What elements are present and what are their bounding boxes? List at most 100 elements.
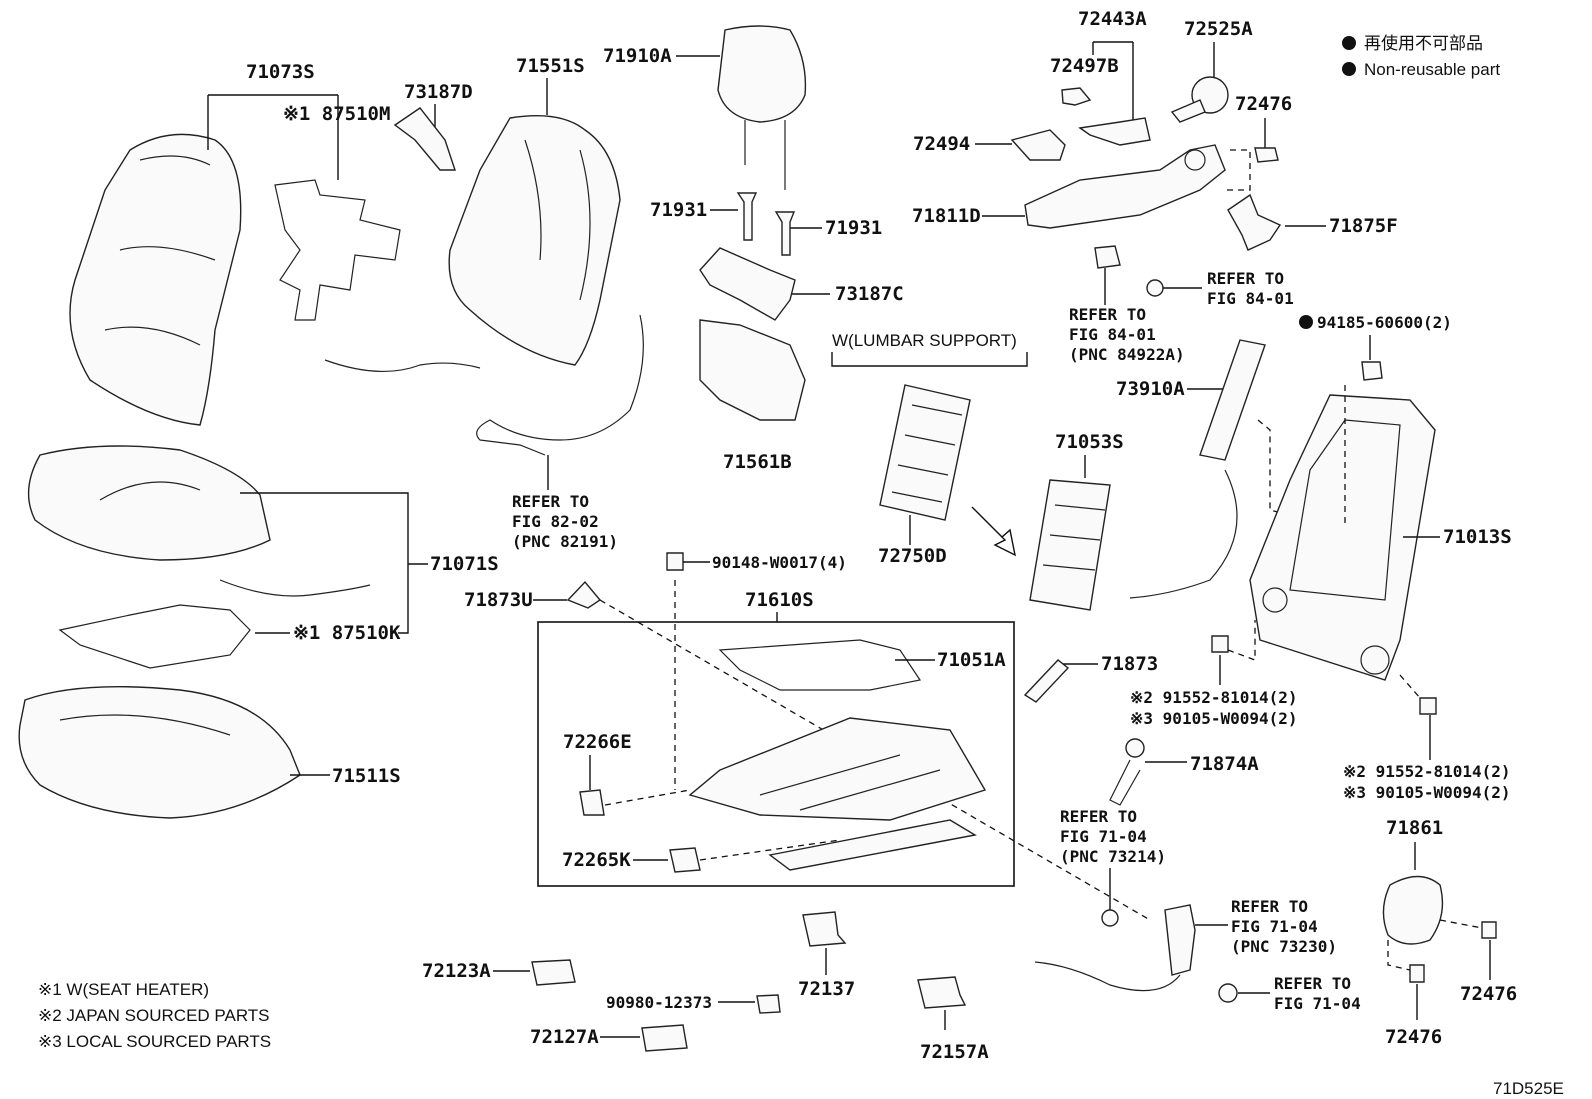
part-label-73187D[interactable]: 73187D <box>404 81 473 103</box>
part-72497B-drawing <box>1061 87 1092 106</box>
non-reusable-marker-icon <box>1299 315 1313 329</box>
headrest-guide-drawing <box>774 211 796 256</box>
part-label-71051A[interactable]: 71051A <box>937 649 1006 671</box>
part-label-72265K[interactable]: 72265K <box>562 849 631 871</box>
part-label-71931-right[interactable]: 71931 <box>825 217 882 239</box>
part-label-72137[interactable]: 72137 <box>798 978 855 1000</box>
seat-cushion-pad-drawing <box>18 685 301 819</box>
part-label-71071S[interactable]: 71071S <box>430 553 499 575</box>
part-label-87510K[interactable]: ※1 87510K <box>293 622 401 644</box>
footnote-1: ※1 W(SEAT HEATER) <box>38 980 209 999</box>
part-label-71811D[interactable]: 71811D <box>912 205 981 227</box>
part-label-71561B[interactable]: 71561B <box>723 451 792 473</box>
svg-text:REFER TO: REFER TO <box>1207 269 1284 288</box>
part-label-71875F[interactable]: 71875F <box>1329 215 1398 237</box>
part-label-72750D[interactable]: 72750D <box>878 545 947 567</box>
screw-drawing <box>1254 147 1279 163</box>
seatback-frame-drawing <box>1249 394 1436 681</box>
part-label-71931-left[interactable]: 71931 <box>650 199 707 221</box>
part-label-72497B[interactable]: 72497B <box>1050 55 1119 77</box>
screw-drawing <box>1481 921 1497 939</box>
part-label-72123A[interactable]: 72123A <box>422 960 491 982</box>
group-label-lumbar-support: W(LUMBAR SUPPORT) <box>832 331 1017 350</box>
seat-frame-drawing <box>688 639 987 871</box>
reference-71-04-a[interactable]: REFER TO FIG 71-04 (PNC 73214) <box>1060 807 1166 866</box>
part-label-72525A[interactable]: 72525A <box>1184 18 1253 40</box>
svg-text:FIG 71-04: FIG 71-04 <box>1231 917 1318 936</box>
part-71875F-drawing <box>1227 193 1282 251</box>
screw-drawing <box>1409 964 1425 983</box>
seatback-cover-drawing <box>69 133 242 426</box>
reference-71-04-b[interactable]: REFER TO FIG 71-04 (PNC 73230) <box>1231 897 1337 956</box>
part-label-72476-right[interactable]: 72476 <box>1460 983 1517 1005</box>
part-label-71861[interactable]: 71861 <box>1386 817 1443 839</box>
part-71873-drawing <box>1023 659 1070 703</box>
part-label-72266E[interactable]: 72266E <box>563 731 632 753</box>
part-label-71053S[interactable]: 71053S <box>1055 431 1124 453</box>
direction-arrow-icon <box>971 506 1016 557</box>
part-label-73187C[interactable]: 73187C <box>835 283 904 305</box>
part-label-73910A[interactable]: 73910A <box>1116 378 1185 400</box>
part-label-90148-W0017[interactable]: 90148-W0017(4) <box>712 553 847 572</box>
part-label-71610S[interactable]: 71610S <box>745 589 814 611</box>
part-71874A-drawing <box>1109 738 1145 806</box>
reference-82-02[interactable]: REFER TO FIG 82-02 (PNC 82191) <box>512 492 618 551</box>
seat-cushion-cover-drawing <box>27 445 271 561</box>
bolt-drawing <box>1419 697 1437 715</box>
lumbar-spring-drawing <box>1029 479 1111 611</box>
part-label-94185-60600[interactable]: 94185-60600(2) <box>1317 313 1452 332</box>
non-reusable-marker-icon <box>1342 62 1356 76</box>
part-label-72443A[interactable]: 72443A <box>1078 8 1147 30</box>
seatback-pad-drawing <box>448 115 621 366</box>
nut-drawing <box>1218 983 1238 1003</box>
part-label-72476-top[interactable]: 72476 <box>1235 93 1292 115</box>
part-label-90105-W0094-a[interactable]: ※3 90105-W0094(2) <box>1130 709 1298 728</box>
part-72266E-drawing <box>579 789 605 816</box>
side-cover-drawing <box>1382 875 1444 945</box>
part-label-71551S[interactable]: 71551S <box>516 55 585 77</box>
part-label-71013S[interactable]: 71013S <box>1443 526 1512 548</box>
part-label-72476-bottom[interactable]: 72476 <box>1385 1026 1442 1048</box>
reference-71-04-c[interactable]: REFER TO FIG 71-04 <box>1274 974 1361 1013</box>
figure-code: 71D525E <box>1493 1079 1564 1098</box>
seat-belt-buckle-drawing <box>1034 904 1196 992</box>
part-label-71511S[interactable]: 71511S <box>332 765 401 787</box>
part-72265K-drawing <box>669 847 701 873</box>
part-label-71874A[interactable]: 71874A <box>1190 753 1259 775</box>
clip-drawing <box>1094 245 1121 269</box>
part-label-90980-12373[interactable]: 90980-12373 <box>606 993 712 1012</box>
part-label-71910A[interactable]: 71910A <box>603 45 672 67</box>
svg-text:FIG 82-02: FIG 82-02 <box>512 512 599 531</box>
part-label-72494[interactable]: 72494 <box>913 133 970 155</box>
seat-frame-assembly-box <box>537 621 1015 887</box>
part-label-87510M[interactable]: ※1 87510M <box>283 103 390 125</box>
part-72494-drawing <box>1010 129 1066 161</box>
part-label-71873[interactable]: 71873 <box>1101 653 1158 675</box>
part-71873U-drawing <box>566 580 602 609</box>
part-label-91552-81014-a[interactable]: ※2 91552-81014(2) <box>1130 688 1298 707</box>
part-label-90105-W0094-b[interactable]: ※3 90105-W0094(2) <box>1343 783 1511 802</box>
svg-text:(PNC 73214): (PNC 73214) <box>1060 847 1166 866</box>
part-label-72127A[interactable]: 72127A <box>530 1026 599 1048</box>
part-label-72157A[interactable]: 72157A <box>920 1041 989 1063</box>
nut-drawing <box>1361 361 1383 381</box>
svg-text:FIG 84-01: FIG 84-01 <box>1207 289 1294 308</box>
bolt-drawing <box>1146 279 1164 297</box>
svg-text:REFER TO: REFER TO <box>512 492 589 511</box>
lumbar-pump-drawing <box>1129 339 1266 599</box>
part-label-71873U[interactable]: 71873U <box>464 589 533 611</box>
part-72127A-drawing <box>641 1024 688 1052</box>
reference-84-01-a[interactable]: REFER TO FIG 84-01 <box>1207 269 1294 308</box>
legend-text-jp: 再使用不可部品 <box>1364 33 1483 53</box>
part-73187C-drawing <box>699 247 796 321</box>
recliner-cover-drawing <box>1024 144 1226 229</box>
part-label-71073S[interactable]: 71073S <box>246 61 315 83</box>
reference-84-01-b[interactable]: REFER TO FIG 84-01 (PNC 84922A) <box>1069 305 1185 364</box>
part-label-91552-81014-b[interactable]: ※2 91552-81014(2) <box>1343 762 1511 781</box>
seat-heater-drawing <box>58 579 371 669</box>
svg-text:REFER TO: REFER TO <box>1231 897 1308 916</box>
svg-text:REFER TO: REFER TO <box>1274 974 1351 993</box>
part-90980-drawing <box>756 994 781 1014</box>
recliner-knob-drawing <box>1170 76 1229 123</box>
